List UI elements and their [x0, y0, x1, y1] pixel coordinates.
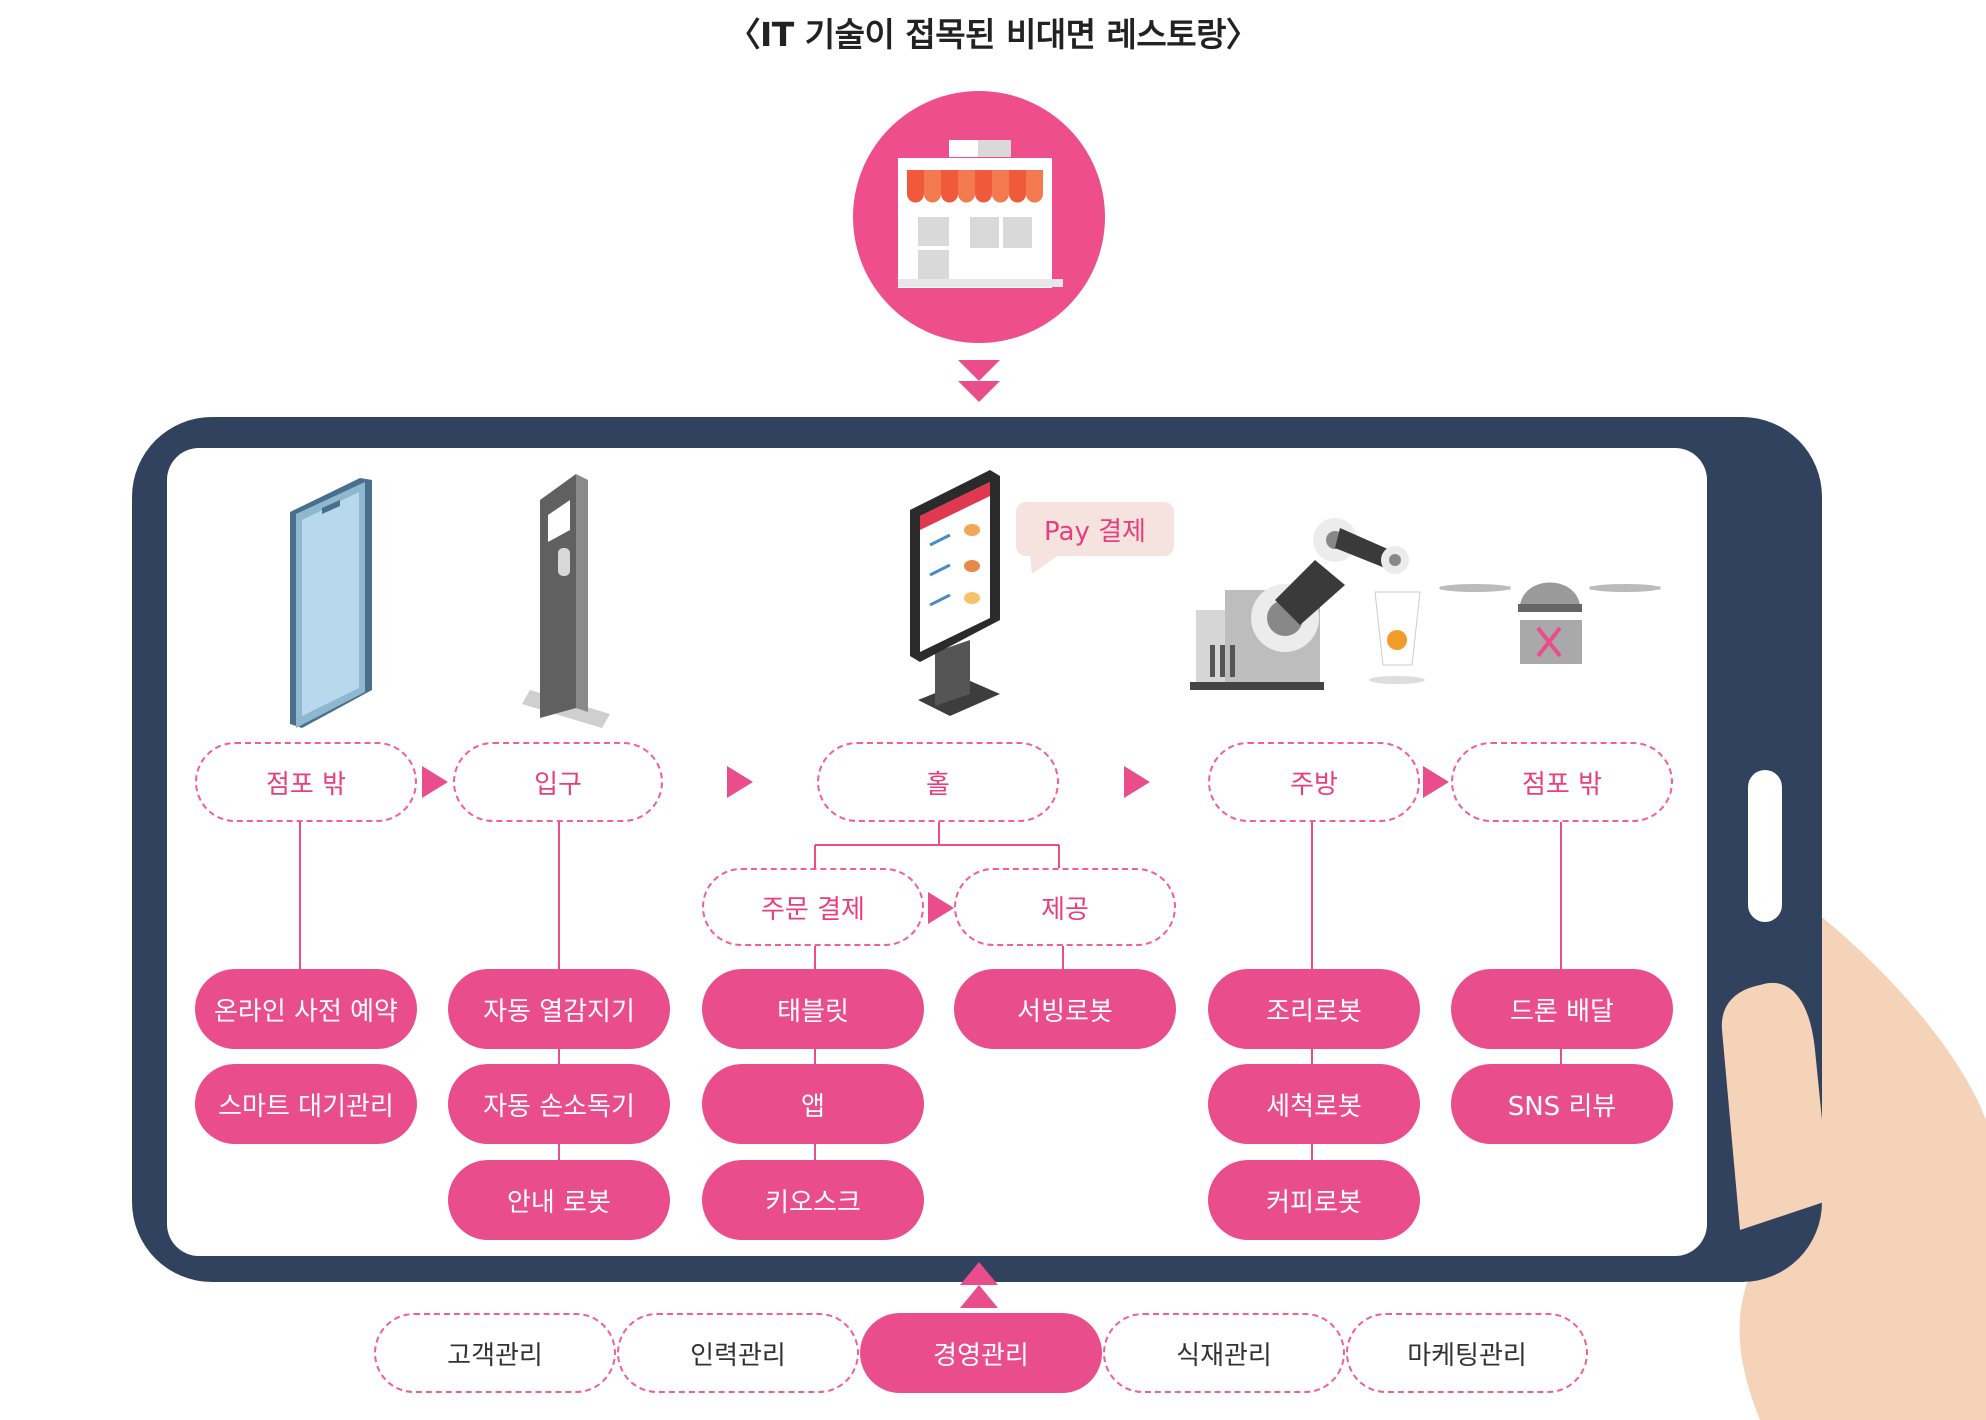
item-tablet: 태블릿 [702, 969, 924, 1049]
mgmt-marketing: 마케팅관리 [1346, 1313, 1588, 1393]
mgmt-staff: 인력관리 [617, 1313, 859, 1393]
thumb [1721, 982, 1830, 1230]
smartphone-icon [290, 478, 372, 728]
item-auto-sanitizer: 자동 손소독기 [448, 1064, 670, 1144]
item-washing-robot: 세척로봇 [1208, 1064, 1420, 1144]
item-sns-review: SNS 리뷰 [1451, 1064, 1673, 1144]
flow-arrows [422, 766, 1449, 924]
stage-order-pay: 주문 결제 [702, 868, 924, 946]
item-auto-thermal-detector: 자동 열감지기 [448, 969, 670, 1049]
stage-kitchen: 주방 [1208, 742, 1420, 822]
mgmt-ingredients: 식재관리 [1103, 1313, 1345, 1393]
item-kiosk: 키오스크 [702, 1160, 924, 1240]
bubble-tail [1030, 554, 1060, 574]
kiosk-icon [910, 470, 1000, 716]
page-title: 〈IT 기술이 접목된 비대면 레스토랑〉 [727, 15, 1259, 54]
item-smart-waiting: 스마트 대기관리 [195, 1064, 417, 1144]
item-app: 앱 [702, 1064, 924, 1144]
item-cooking-robot: 조리로봇 [1208, 969, 1420, 1049]
item-serving-robot: 서빙로봇 [954, 969, 1176, 1049]
item-drone-delivery: 드론 배달 [1451, 969, 1673, 1049]
item-online-reservation: 온라인 사전 예약 [195, 969, 417, 1049]
stage-entrance: 입구 [453, 742, 663, 822]
tablet-home-button [1748, 770, 1782, 922]
sanitizer-stand-icon [522, 474, 610, 728]
delivery-drone-icon [1439, 582, 1661, 664]
item-guide-robot: 안내 로봇 [448, 1160, 670, 1240]
mgmt-customer: 고객관리 [374, 1313, 616, 1393]
down-arrow-icon [958, 360, 1000, 402]
item-coffee-robot: 커피로봇 [1208, 1160, 1420, 1240]
stage-outside-entry: 점포 밖 [195, 742, 417, 822]
stage-outside-delivery: 점포 밖 [1451, 742, 1673, 822]
cooking-robot-arm-icon [1190, 518, 1425, 690]
store-icon [853, 91, 1105, 343]
stage-hall: 홀 [817, 742, 1059, 822]
up-arrow-icon [960, 1262, 998, 1308]
pay-bubble: Pay 결제 [1016, 502, 1174, 556]
mgmt-business: 경영관리 [860, 1313, 1102, 1393]
stage-serve: 제공 [954, 868, 1176, 946]
